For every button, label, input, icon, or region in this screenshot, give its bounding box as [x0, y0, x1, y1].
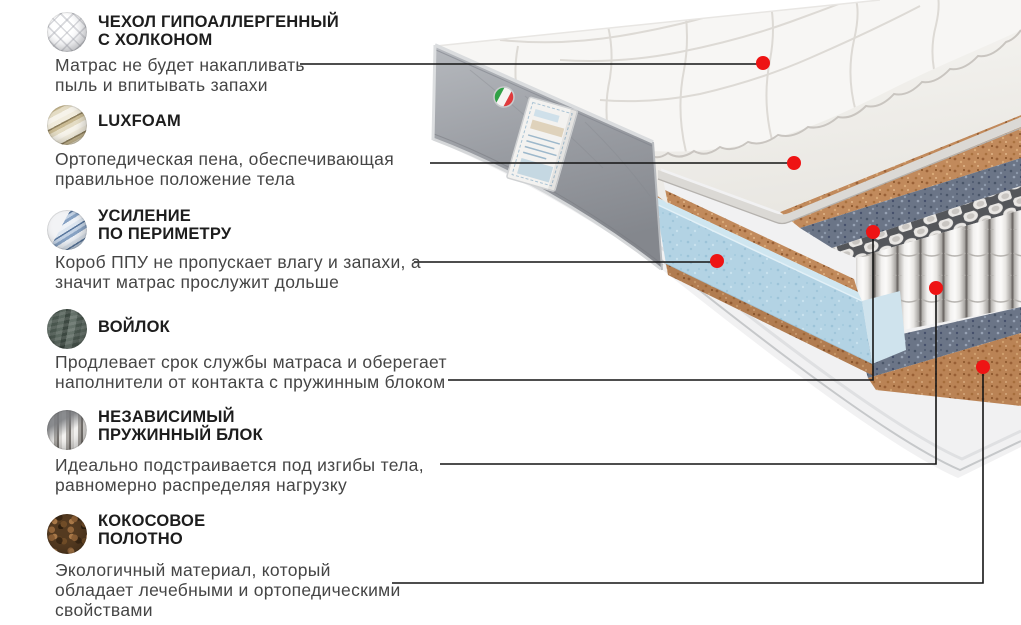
section-title-perimeter: УСИЛЕНИЕ ПО ПЕРИМЕТРУ: [98, 207, 232, 243]
callout-lines: [300, 63, 984, 584]
quilted-cover-icon: [47, 12, 87, 52]
callout-markers: [710, 56, 990, 374]
felt-icon: [47, 309, 87, 349]
certificate-label: [506, 96, 579, 192]
pocket-springs-icon: [47, 410, 87, 450]
felt-bottom-band: [858, 307, 1021, 378]
perimeter-reinforcement-icon: [47, 210, 87, 250]
marker-luxfoam: [787, 156, 801, 170]
section-description-springs: Идеально подстраивается под изгибы тела,…: [55, 455, 424, 495]
section-description-luxfoam: Ортопедическая пена, обеспечивающая прав…: [55, 149, 394, 189]
callout-line-coconut: [392, 374, 984, 584]
callout-line-springs: [440, 295, 937, 465]
marker-coconut: [976, 360, 990, 374]
marker-perimeter: [710, 254, 724, 268]
springs-top-face: [832, 186, 1021, 258]
section-description-cover: Матрас не будет накапливать пыль и впиты…: [55, 55, 305, 95]
section-title-felt: ВОЙЛОК: [98, 318, 170, 336]
section-title-luxfoam: LUXFOAM: [98, 112, 181, 130]
marker-felt: [866, 225, 880, 239]
marker-cover: [756, 56, 770, 70]
section-title-coconut: КОКОСОВОЕ ПОЛОТНО: [98, 512, 206, 548]
marker-springs: [929, 281, 943, 295]
foam-layers-icon: [47, 105, 87, 145]
section-description-perimeter: Короб ППУ не пропускает влагу и запахи, …: [55, 252, 421, 292]
callout-line-felt: [448, 239, 874, 381]
section-description-coconut: Экологичный материал, который обладает л…: [55, 560, 401, 620]
section-description-felt: Продлевает срок службы матраса и оберега…: [55, 352, 447, 392]
felt-top-band: [800, 158, 1021, 248]
section-title-springs: НЕЗАВИСИМЫЙ ПРУЖИННЫЙ БЛОК: [98, 408, 263, 444]
coconut-coir-icon: [47, 514, 87, 554]
section-title-cover: ЧЕХОЛ ГИПОАЛЛЕРГЕННЫЙ С ХОЛКОНОМ: [98, 13, 339, 49]
